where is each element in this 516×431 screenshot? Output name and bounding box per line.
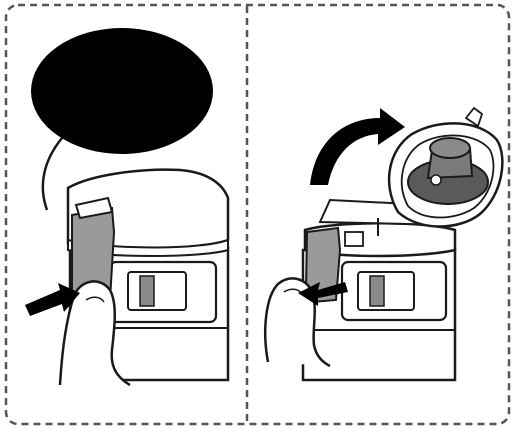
pressing-thumb: [58, 280, 131, 387]
lock-tab: [139, 275, 155, 307]
lock-slot: [127, 271, 187, 311]
push-arrow-right: [298, 282, 348, 306]
open-direction-arrow: [310, 108, 405, 185]
right-panel: [263, 106, 504, 382]
callout-bubble: [31, 28, 213, 211]
flip-lid-open: [387, 106, 504, 228]
callout-pointer: [41, 137, 63, 211]
lock-tab-right: [369, 275, 385, 307]
left-panel: [25, 28, 230, 387]
push-arrow: [25, 283, 80, 316]
lid-tab: [464, 106, 484, 128]
thumbnail-line: [85, 296, 105, 303]
lock-slot-right: [357, 271, 415, 311]
clasp-hook: [74, 196, 114, 220]
hinge-latch: [344, 231, 364, 247]
vent-hole: [430, 174, 442, 186]
